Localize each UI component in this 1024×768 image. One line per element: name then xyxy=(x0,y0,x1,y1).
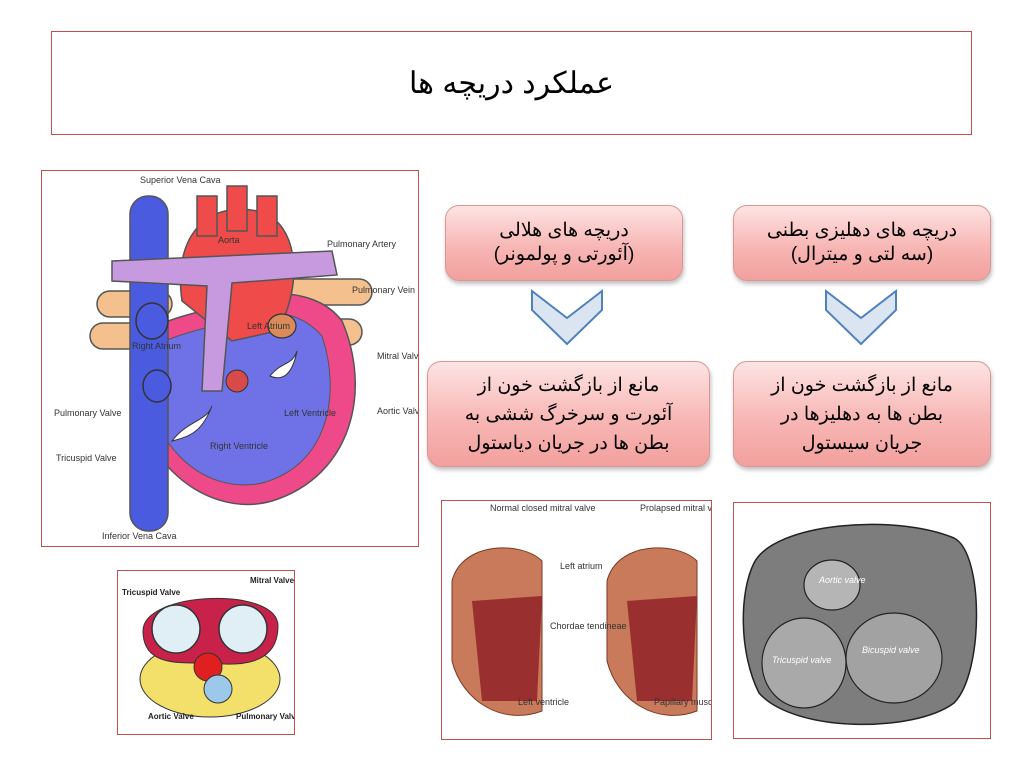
label-left-ventricle: Left Ventricle xyxy=(284,408,336,418)
label-pulmonary-vein: Pulmonary Vein xyxy=(352,285,415,295)
label-papillary: Papillary muscles xyxy=(654,697,711,707)
card-av-func-line1: مانع از بازگشت خون از xyxy=(771,374,953,396)
label-aorta: Aorta xyxy=(218,235,240,245)
label-inferior-vena-cava: Inferior Vena Cava xyxy=(102,531,177,541)
card-av-function: مانع از بازگشت خون از بطن ها به دهلیزها … xyxy=(733,361,991,467)
title-box: عملکرد دریچه ها xyxy=(51,31,972,135)
heart-diagram: Superior Vena Cava Aorta Pulmonary Arter… xyxy=(41,170,419,547)
label-left-atrium: Left Atrium xyxy=(247,321,290,331)
mitral-prolapse-figure: Normal closed mitral valve Prolapsed mit… xyxy=(441,500,712,740)
label-pulmonary-top: Pulmonary Valve xyxy=(236,712,294,721)
label-prolapsed-mitral: Prolapsed mitral valve xyxy=(640,503,711,513)
label-left-atrium-mp: Left atrium xyxy=(560,561,603,571)
label-right-atrium: Right Atrium xyxy=(132,341,181,351)
label-pulmonary-valve: Pulmonary Valve xyxy=(54,408,121,418)
label-mitral-valve: Mitral Valve xyxy=(377,351,418,361)
label-right-ventricle: Right Ventricle xyxy=(210,441,268,451)
label-bicuspid-engraving: Bicuspid valve xyxy=(862,645,920,655)
label-aortic-valve: Aortic Valve xyxy=(377,406,418,416)
page-title: عملکرد دریچه ها xyxy=(409,66,614,100)
label-tricuspid-valve: Tricuspid Valve xyxy=(56,453,117,463)
chevron-down-icon xyxy=(825,288,897,346)
chevron-down-icon xyxy=(531,288,603,346)
card-semilunar-func-line3: بطن ها در جریان دیاستول xyxy=(467,432,670,454)
label-aortic-engraving: Aortic valve xyxy=(818,575,866,585)
card-semilunar-function: مانع از بازگشت خون از آئورت و سرخرگ ششی … xyxy=(427,361,710,467)
card-av-valves: دریچه های دهلیزی بطنی (سه لتی و میترال) xyxy=(733,205,991,281)
card-av-func-line3: جریان سیستول xyxy=(801,432,923,454)
card-av-func-line2: بطن ها به دهلیزها در xyxy=(780,403,944,425)
label-pulmonary-artery: Pulmonary Artery xyxy=(327,239,397,249)
card-semilunar-line1: دریچه های هلالی xyxy=(499,220,629,241)
label-aortic-top: Aortic Valve xyxy=(148,712,194,721)
label-tricuspid-top: Tricuspid Valve xyxy=(122,588,181,597)
card-semilunar-valves: دریچه های هلالی (آئورتی و پولمونر) xyxy=(445,205,683,281)
label-chordae: Chordae tendineae xyxy=(550,621,627,631)
card-semilunar-func-line1: مانع از بازگشت خون از xyxy=(477,374,660,396)
label-left-ventricle-mp: Left ventricle xyxy=(518,697,569,707)
card-av-line2: (سه لتی و میترال) xyxy=(790,244,934,265)
card-av-line1: دریچه های دهلیزی بطنی xyxy=(766,220,958,241)
label-superior-vena-cava: Superior Vena Cava xyxy=(140,175,221,185)
label-mitral-top: Mitral Valve xyxy=(250,576,294,585)
label-tricuspid-engraving: Tricuspid valve xyxy=(772,655,831,665)
card-semilunar-line2: (آئورتی و پولمونر) xyxy=(493,244,635,265)
label-normal-mitral: Normal closed mitral valve xyxy=(490,503,596,513)
valves-engraving: Aortic valve Tricuspid valve Bicuspid va… xyxy=(733,502,991,739)
card-semilunar-func-line2: آئورت و سرخرگ ششی به xyxy=(464,403,673,425)
valves-top-view: Tricuspid Valve Mitral Valve Aortic Valv… xyxy=(117,570,295,735)
